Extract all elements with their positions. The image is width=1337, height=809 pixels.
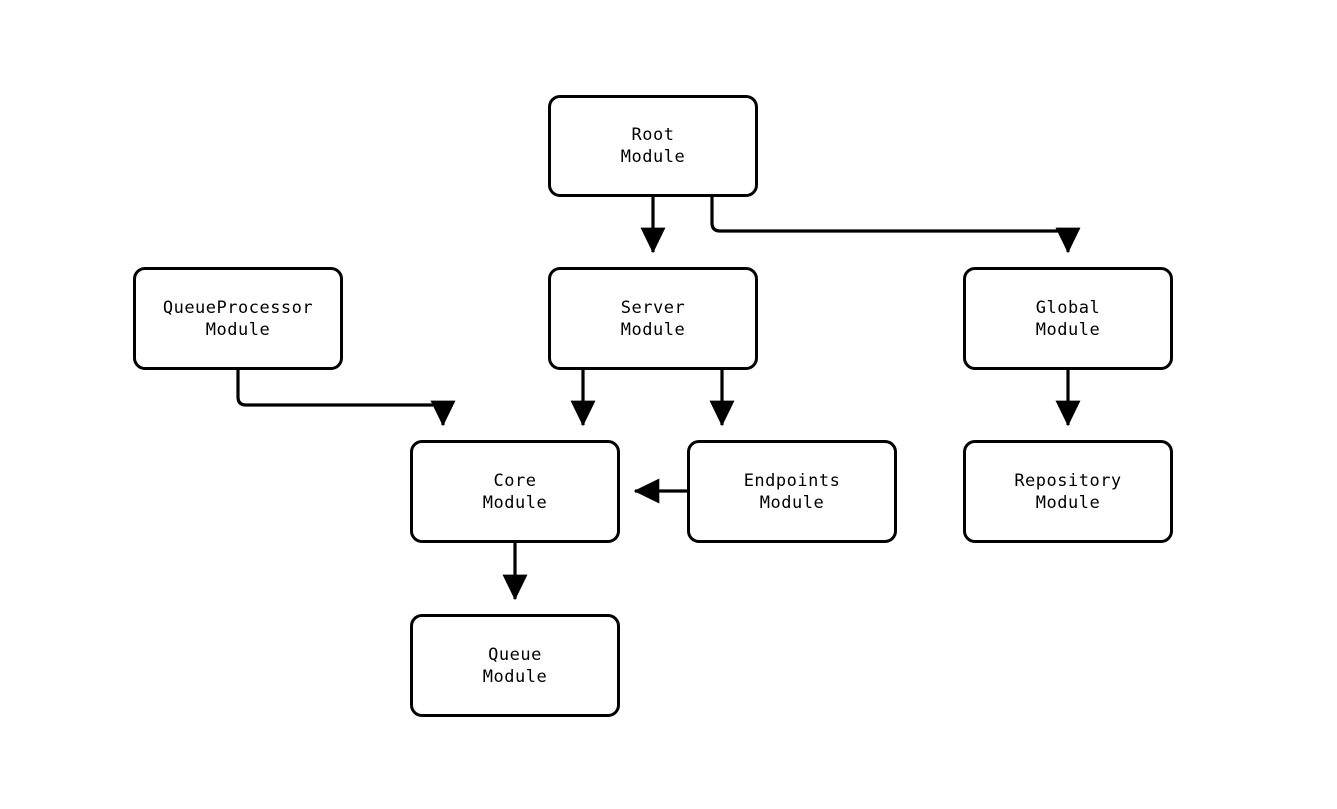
edge-queueprocessor-to-core: [236, 370, 456, 427]
edge-root-to-global: [710, 197, 1081, 254]
node-endpoints-module[interactable]: Endpoints Module: [687, 440, 897, 543]
node-root-module-label: Root Module: [620, 125, 686, 167]
node-queueprocessor-module[interactable]: QueueProcessor Module: [133, 267, 343, 370]
node-queue-module[interactable]: Queue Module: [410, 614, 620, 717]
node-server-module-label: Server Module: [620, 297, 686, 340]
node-global-module[interactable]: Global Module: [963, 267, 1173, 370]
node-root-module[interactable]: Root Module: [548, 95, 758, 197]
node-endpoints-module-label: Endpoints Module: [743, 470, 841, 513]
node-queueprocessor-module-label: QueueProcessor Module: [162, 297, 314, 340]
node-global-module-label: Global Module: [1035, 297, 1101, 340]
node-queue-module-label: Queue Module: [482, 644, 548, 687]
node-core-module[interactable]: Core Module: [410, 440, 620, 543]
node-repository-module-label: Repository Module: [1014, 470, 1122, 513]
node-repository-module[interactable]: Repository Module: [963, 440, 1173, 543]
node-core-module-label: Core Module: [482, 470, 548, 513]
node-server-module[interactable]: Server Module: [548, 267, 758, 370]
